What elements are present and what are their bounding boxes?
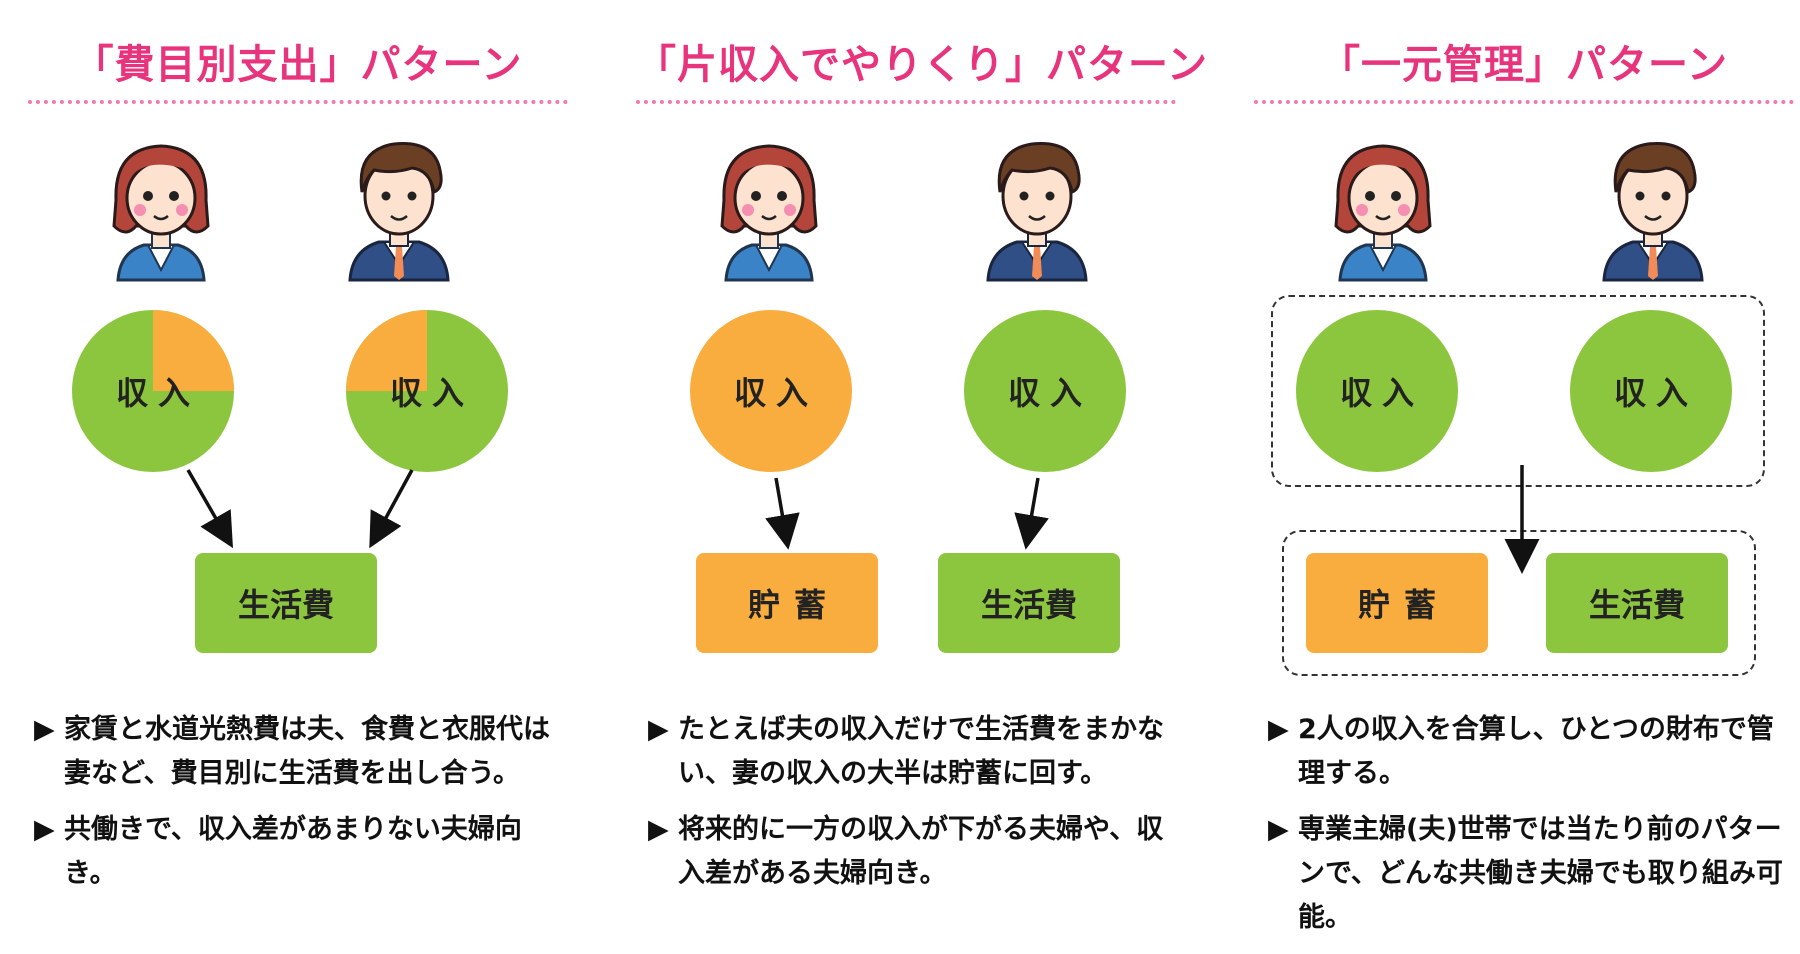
income-circle-husband: 収入: [346, 310, 508, 472]
income-label: 収入: [1007, 374, 1092, 412]
dotted-divider: [636, 100, 1176, 104]
bullet-item: ▶ 家賃と水道光熱費は夫、食費と衣服代は妻など、費目別に生活費を出し合う。: [34, 708, 564, 796]
bullet-text: 専業主婦(夫)世帯では当たり前のパターンで、どんな共働き夫婦でも取り組み可能。: [1298, 814, 1783, 933]
income-circle-wife: 収入: [72, 310, 234, 472]
description: ▶ たとえば夫の収入だけで生活費をまかない、妻の収入の大半は貯蓄に回す。 ▶ 将来的…: [648, 708, 1178, 908]
income-label: 収入: [1613, 374, 1698, 412]
income-label: 収入: [389, 374, 474, 412]
income-pie-chart: [72, 310, 234, 472]
dotted-divider: [28, 100, 568, 104]
bullet-marker: ▶: [1268, 714, 1289, 745]
income-label: 収入: [733, 374, 818, 412]
bullet-marker: ▶: [1268, 814, 1289, 845]
bullet-text: 2人の収入を合算し、ひとつの財布で管理する。: [1298, 714, 1774, 789]
panel-title: 「一元管理」パターン: [1320, 42, 1728, 88]
arrow-to-living-expenses: [369, 469, 414, 549]
income-circle-wife: 収入: [1296, 310, 1458, 472]
bullet-text: 家賃と水道光熱費は夫、食費と衣服代は妻など、費目別に生活費を出し合う。: [64, 714, 550, 789]
bullet-text: 将来的に一方の収入が下がる夫婦や、収入差がある夫婦向き。: [678, 814, 1164, 889]
living-expenses-box: 生活費: [195, 553, 377, 653]
arrow-to-living-expenses: [1014, 477, 1049, 550]
bullet-marker: ▶: [648, 814, 669, 845]
arrow-to-living-expenses: [186, 469, 233, 549]
savings-box: 貯蓄: [696, 553, 878, 653]
income-circle-husband: 収入: [1570, 310, 1732, 472]
arrow-to-savings: [765, 477, 800, 550]
bullet-marker: ▶: [34, 714, 55, 745]
dotted-divider: [1254, 100, 1794, 104]
income-pie-chart: [346, 310, 508, 472]
flow-arrows: [186, 469, 414, 549]
flow-arrows: [765, 477, 1049, 550]
panel-expense-category: 「費目別支出」パターン 収入 収入 生活費 ▶ 家賃と水道光熱費は夫、食費と衣服代…: [28, 0, 588, 954]
bullet-marker: ▶: [648, 714, 669, 745]
living-expenses-box: 生活費: [938, 553, 1120, 653]
bullet-text: たとえば夫の収入だけで生活費をまかない、妻の収入の大半は貯蓄に回す。: [678, 714, 1164, 789]
income-label: 収入: [115, 374, 200, 412]
income-circle-husband: 収入: [964, 310, 1126, 472]
description: ▶ 2人の収入を合算し、ひとつの財布で管理する。 ▶ 専業主婦(夫)世帯では当たり前…: [1268, 708, 1798, 952]
combined-income-group: [1271, 295, 1765, 487]
living-expenses-box: 生活費: [1546, 553, 1728, 653]
panel-unified-management: 「一元管理」パターン 収入 収入 貯蓄 生活費 ▶ 2人の収入を合算し、ひとつの財…: [1254, 0, 1800, 954]
allocation-group: [1282, 530, 1756, 676]
income-circle-wife: 収入: [690, 310, 852, 472]
panel-single-income: 「片収入でやりくり」パターン 収入 収入 貯蓄 生活費 ▶ たとえば夫の収入だけで…: [636, 0, 1208, 954]
bullet-item: ▶ 将来的に一方の収入が下がる夫婦や、収入差がある夫婦向き。: [648, 808, 1178, 896]
bullet-item: ▶ 専業主婦(夫)世帯では当たり前のパターンで、どんな共働き夫婦でも取り組み可能。: [1268, 808, 1798, 940]
panel-title: 「片収入でやりくり」パターン: [636, 42, 1208, 88]
savings-box: 貯蓄: [1306, 553, 1488, 653]
bullet-marker: ▶: [34, 814, 55, 845]
flow-arrows: [1504, 465, 1540, 574]
bullet-item: ▶ たとえば夫の収入だけで生活費をまかない、妻の収入の大半は貯蓄に回す。: [648, 708, 1178, 796]
bullet-item: ▶ 2人の収入を合算し、ひとつの財布で管理する。: [1268, 708, 1798, 796]
description: ▶ 家賃と水道光熱費は夫、食費と衣服代は妻など、費目別に生活費を出し合う。 ▶ 共働…: [34, 708, 564, 908]
income-label: 収入: [1339, 374, 1424, 412]
bullet-text: 共働きで、収入差があまりない夫婦向き。: [64, 814, 522, 889]
panel-title: 「費目別支出」パターン: [73, 42, 523, 88]
bullet-item: ▶ 共働きで、収入差があまりない夫婦向き。: [34, 808, 564, 896]
